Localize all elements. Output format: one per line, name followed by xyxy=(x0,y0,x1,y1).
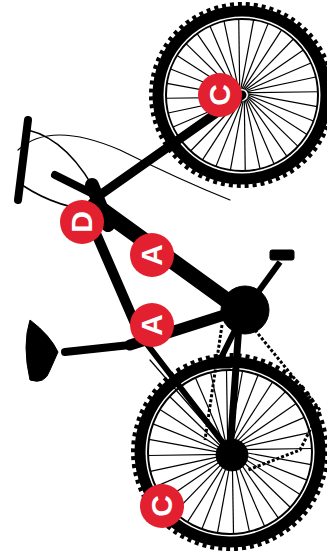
spoke xyxy=(148,454,224,455)
spoke xyxy=(156,456,226,486)
spoke xyxy=(149,439,224,453)
spokes xyxy=(148,19,318,534)
frame xyxy=(18,95,242,452)
spoke xyxy=(226,370,227,446)
callout-marker: D xyxy=(60,200,104,244)
spoke xyxy=(244,101,246,171)
callout-marker: A xyxy=(130,303,174,347)
spoke xyxy=(248,94,317,107)
spoke xyxy=(246,63,311,91)
spoke xyxy=(246,99,274,164)
spoke xyxy=(244,39,293,89)
spoke xyxy=(248,91,318,93)
callout-marker: C xyxy=(140,484,184,528)
callout-marker: C xyxy=(198,73,242,117)
callout-marker: A xyxy=(130,233,174,277)
spoke xyxy=(234,417,304,447)
spoke xyxy=(248,97,298,146)
spoke xyxy=(232,392,285,447)
saddle-and-drivetrain xyxy=(26,250,320,471)
callout-letter: D xyxy=(67,211,97,233)
spoke xyxy=(245,100,260,169)
callout-letter: C xyxy=(205,84,235,106)
callout-letter: A xyxy=(137,244,167,266)
spoke xyxy=(247,77,316,92)
spoke xyxy=(241,20,254,89)
spoke xyxy=(248,96,307,134)
wheels xyxy=(133,4,327,549)
spoke xyxy=(243,30,281,89)
callout-letter: C xyxy=(147,495,177,517)
spoke xyxy=(150,455,225,471)
spoke xyxy=(238,19,240,89)
spoke xyxy=(235,433,310,449)
callout-letter: A xyxy=(137,314,167,336)
